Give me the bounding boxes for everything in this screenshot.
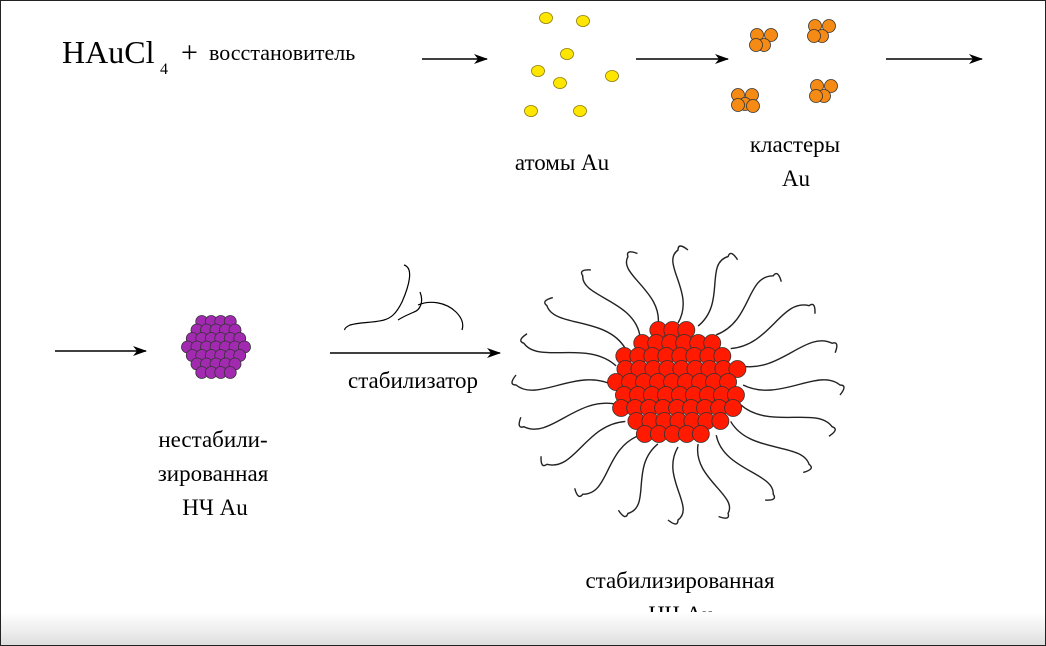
cluster-sphere	[749, 38, 763, 52]
stabilizer-tail	[697, 252, 739, 327]
stabilizer-tails	[511, 245, 845, 525]
gold-atom	[576, 15, 590, 27]
gold-clusters	[731, 19, 838, 113]
stabilizer-tail	[730, 303, 816, 350]
gold-atom	[524, 105, 538, 117]
stabilizer-tail	[716, 272, 782, 336]
stabilizer-tail	[742, 379, 845, 396]
plus-sign: +	[181, 36, 198, 69]
cluster-sphere	[824, 79, 838, 93]
stabilizer-tail	[574, 434, 640, 498]
stabilizer-molecules	[344, 264, 464, 331]
stabilizer-tail	[544, 296, 626, 349]
stabilizer-tail	[739, 340, 838, 368]
stabilizer-tail	[518, 402, 617, 430]
stabilizer-tail	[511, 374, 614, 391]
stabilizer-tail	[715, 435, 776, 501]
stabilizer-tail	[730, 421, 812, 474]
cluster-sphere	[731, 98, 745, 112]
clusters-label-line1: кластеры	[750, 132, 840, 157]
atoms-label: атомы Au	[515, 150, 610, 175]
cluster-sphere	[809, 89, 823, 103]
clusters-label-line2: Au	[782, 166, 811, 191]
stabilized-nanoparticle	[607, 321, 747, 443]
reducing-agent-label: восстановитель	[209, 40, 355, 65]
unstable-label-line2: зированная	[158, 461, 269, 486]
gold-atom	[553, 77, 567, 89]
gold-atoms	[524, 12, 619, 117]
stabilizer-label: стабилизатор	[348, 368, 478, 393]
gold-atom	[560, 48, 574, 60]
stabilizer-tail	[520, 333, 617, 367]
unstable-label-line3: НЧ Au	[182, 495, 248, 520]
stabilizer-tail	[672, 245, 689, 324]
bottom-gradient-bar	[0, 612, 1046, 646]
purple-sphere	[223, 366, 237, 379]
stabilizer-tail	[739, 403, 836, 437]
reactant-formula: HAuCl	[62, 34, 155, 70]
stabilizer-tail	[625, 251, 659, 327]
red-sphere	[711, 412, 730, 430]
stabilizer-tail	[540, 420, 626, 467]
cluster-sphere	[764, 28, 778, 42]
red-sphere	[728, 360, 747, 378]
unstable-nanoparticle	[181, 315, 251, 379]
gold-atom	[531, 65, 545, 77]
cluster-sphere	[746, 99, 760, 113]
stabilizer-tail	[580, 269, 641, 335]
gold-atom	[573, 105, 587, 117]
cluster-sphere	[807, 29, 821, 43]
reactant-subscript: 4	[160, 61, 168, 78]
gold-atom	[539, 12, 553, 24]
stable-label-line1: стабилизированная	[585, 568, 775, 593]
unstable-label-line1: нестабили-	[158, 427, 267, 452]
cluster-sphere	[822, 19, 836, 33]
gold-atom	[605, 70, 619, 82]
stabilizer-tail	[617, 443, 659, 518]
stabilizer-tail	[697, 443, 731, 519]
stabilizer-tail	[667, 446, 684, 525]
red-sphere	[691, 425, 710, 443]
red-sphere	[724, 399, 742, 417]
